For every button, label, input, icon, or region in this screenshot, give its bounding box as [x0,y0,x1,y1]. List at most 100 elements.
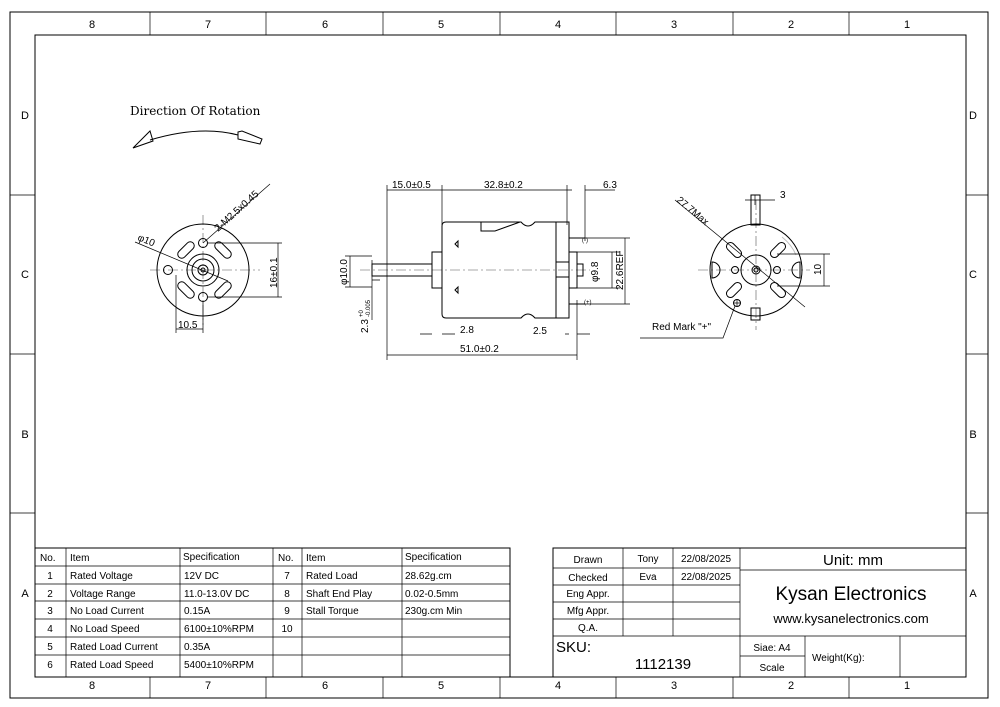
row-number: 2 [47,589,53,600]
row-spec: 230g.cm Min [405,606,462,617]
row-number: 7 [284,571,290,582]
header-item: Item [306,553,325,564]
zone-row: C [969,269,977,281]
inner-border [34,34,967,678]
zone-col: 2 [788,19,794,31]
row-number: 6 [47,660,53,671]
eng-appr-label: Eng Appr. [566,589,609,600]
row-spec: 5400±10%RPM [184,660,254,671]
drawn-label: Drawn [574,555,603,566]
zone-col: 1 [904,19,910,31]
row-item: Rated Voltage [70,571,133,582]
title-block: Drawn Tony 22/08/2025 Checked Eva 22/08/… [552,547,967,678]
side-view: 15.0±0.5 32.8±0.2 6.3 φ10.0 2.3 +0 -0.00… [339,180,630,360]
svg-text:2.3: 2.3 [360,319,371,333]
row-item: Rated Load [306,571,358,582]
checked-label: Checked [568,573,607,584]
zone-row: D [21,110,29,122]
row-number: 1 [47,571,53,582]
row-spec: 6100±10%RPM [184,624,254,635]
row-labels: D C B A D C B A [21,110,977,600]
row-spec: 11.0-13.0V DC [184,589,249,600]
zone-col: 2 [788,680,794,692]
row-number: 9 [284,606,290,617]
company-name: Kysan Electronics [775,584,926,605]
row-item: Shaft End Play [306,589,372,600]
zone-col: 7 [205,680,211,692]
zone-col: 5 [438,19,444,31]
max-dia-dimension: 27.7Max [674,195,710,228]
zone-col: 7 [205,19,211,31]
row-number: 4 [47,624,53,635]
zone-col: 3 [671,680,677,692]
weight-label: Weight(Kg): [812,653,865,664]
row-number: 5 [47,642,53,653]
front-view: 2-M2.5x0.45 φ10 16±0.1 10.5 [134,183,282,333]
rear-boss-dimension: 2.5 [533,326,547,337]
hole-spacing-dimension: 16±0.1 [269,257,280,288]
zone-col: 3 [671,19,677,31]
mfg-appr-label: Mfg Appr. [567,606,609,617]
svg-text:+0: +0 [359,309,365,317]
shaft-boss-dia-dimension: φ10.0 [339,259,350,285]
drawn-date: 22/08/2025 [681,554,731,565]
header-spec: Specification [405,552,462,563]
row-spec: 0.02-0.5mm [405,589,458,600]
rotation-label: Direction Of Rotation [130,104,261,118]
rear-boss-dia-dimension: φ9.8 [590,261,601,282]
header-no: No. [40,553,56,564]
column-labels-top: 8 7 6 5 4 3 2 1 [89,19,910,31]
thread-dimension: 2-M2.5x0.45 [213,189,262,235]
checked-date: 22/08/2025 [681,572,731,583]
terminal-span-dimension: 22.6REF [615,251,626,290]
row-item: No Load Current [70,606,144,617]
row-number: 8 [284,589,290,600]
row-number: 10 [281,624,293,635]
slot-spacing-dimension: 10 [813,263,824,275]
hole-offset-dimension: 10.5 [178,320,198,331]
zone-ticks [10,12,988,698]
row-spec: 28.62g.cm [405,571,452,582]
header-spec: Specification [183,552,240,563]
red-mark-label: Red Mark "+" [652,322,712,333]
zone-row: B [21,429,28,441]
zone-col: 8 [89,680,95,692]
sku-label: SKU: [556,639,591,656]
spec-table: No. Item Specification No. Item Specific… [34,547,511,678]
unit-label: Unit: mm [823,552,883,569]
row-item: Rated Load Current [70,642,158,653]
positive-terminal-mark: (+) [584,300,592,306]
rear-view: 27.7Max 3 10 Red Mark "+" [640,190,830,339]
row-item: Rated Load Speed [70,660,153,671]
rotation-arrow-icon [132,130,263,149]
outer-border [9,11,989,699]
row-item: No Load Speed [70,624,140,635]
zone-row: A [969,588,977,600]
row-item: Voltage Range [70,589,136,600]
terminal-length-dimension: 6.3 [603,180,617,191]
sku-value: 1112139 [635,656,691,673]
zone-col: 5 [438,680,444,692]
zone-col: 6 [322,19,328,31]
column-labels-bottom: 8 7 6 5 4 3 2 1 [89,680,910,692]
header-no: No. [278,553,294,564]
zone-col: 4 [555,19,561,31]
shaft-dia-dimension: 2.3 +0 -0.005 [359,299,372,333]
qa-label: Q.A. [578,623,598,634]
flange-dimension: 2.8 [460,325,474,336]
checked-by: Eva [639,572,657,583]
negative-terminal-mark: (-) [582,238,588,244]
zone-col: 6 [322,680,328,692]
row-item: Stall Torque [306,606,359,617]
zone-col: 8 [89,19,95,31]
row-spec: 0.35A [184,642,210,653]
total-length-dimension: 51.0±0.2 [460,344,499,355]
drawn-by: Tony [637,554,658,565]
row-number: 3 [47,606,53,617]
svg-text:-0.005: -0.005 [366,299,372,317]
header-item: Item [70,553,89,564]
zone-col: 1 [904,680,910,692]
zone-row: D [969,110,977,122]
company-website: www.kysanelectronics.com [772,611,928,626]
